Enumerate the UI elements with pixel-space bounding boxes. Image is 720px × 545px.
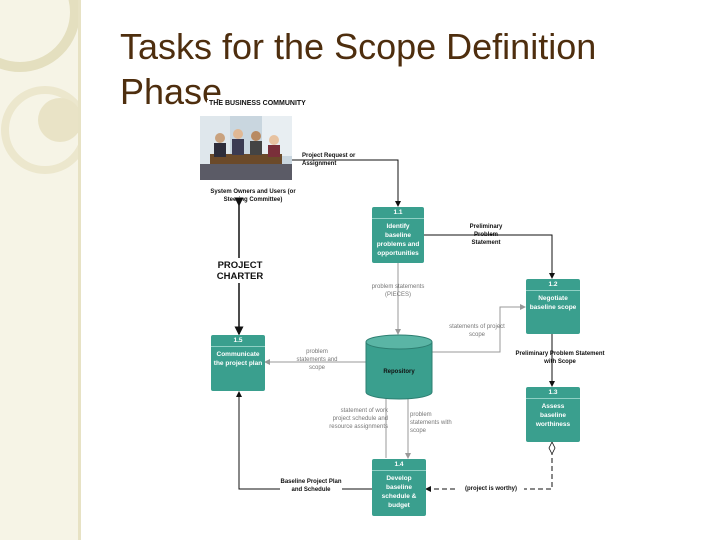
photo-caption: THE BUSINESS COMMUNITY (207, 100, 308, 107)
flow-problem-scope-left: problem statements and scope (296, 349, 338, 371)
task-box-1-3: 1.3 Assess baseline worthiness (526, 387, 580, 442)
flow-baseline-plan: Baseline Project Plan and Schedule (280, 478, 342, 494)
task-number: 1.4 (372, 459, 426, 471)
task-text: Communicate the project plan (213, 351, 263, 367)
decorative-sidebar (0, 0, 89, 540)
flow-request: Project Request or Assignment (302, 153, 356, 167)
task-text: Assess baseline worthiness (535, 403, 571, 428)
flow-preliminary: Preliminary Problem Statement (469, 224, 503, 246)
task-number: 1.5 (211, 335, 265, 347)
owners-label: System Owners and Users (or Steering Com… (210, 189, 296, 203)
task-number: 1.1 (372, 207, 424, 219)
repository-cylinder (365, 334, 433, 400)
meeting-photo (200, 116, 292, 180)
task-text: Identify baseline problems and opportuni… (376, 223, 420, 257)
task-box-1-2: 1.2 Negotiate baseline scope (526, 279, 580, 334)
flow-prelim-scope: Preliminary Problem Statement with Scope (515, 351, 605, 365)
flow-statement-work: statement of work project schedule and r… (329, 408, 388, 430)
flow-problem-scope-bottom: problem statements with scope (410, 412, 452, 434)
flow-worthy: (project is worthy) (458, 485, 524, 493)
task-text: Develop baseline schedule & budget (381, 475, 417, 509)
task-box-1-1: 1.1 Identify baseline problems and oppor… (372, 207, 424, 263)
task-number: 1.3 (526, 387, 580, 399)
task-number: 1.2 (526, 279, 580, 291)
task-text: Negotiate baseline scope (529, 295, 577, 311)
slide-title: Tasks for the Scope Definition Phase (120, 26, 597, 112)
sidebar-edge (78, 0, 81, 540)
project-charter-label: PROJECT CHARTER (216, 260, 264, 282)
flow-statements-scope: statements of project scope (449, 324, 505, 338)
task-box-1-4: 1.4 Develop baseline schedule & budget (372, 459, 426, 516)
repository-label: Repository (383, 369, 415, 375)
task-box-1-5: 1.5 Communicate the project plan (211, 335, 265, 391)
flow-problem-pieces: problem statements (PIECES) (371, 284, 425, 298)
